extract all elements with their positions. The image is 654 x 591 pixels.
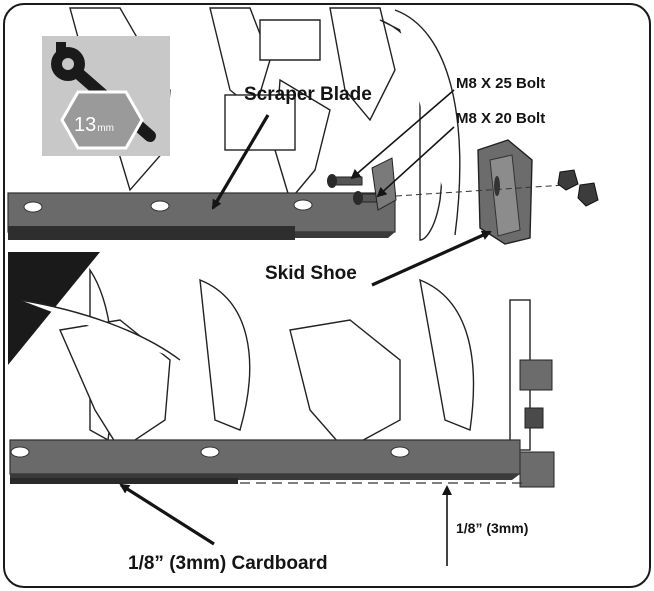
cardboard-label: 1/8” (3mm) Cardboard — [128, 553, 328, 574]
bottom-auger-assembly — [19, 267, 531, 451]
bottom-scraper-blade — [9, 439, 521, 480]
cardboard-spacer — [10, 478, 238, 484]
lock-nuts — [557, 169, 599, 207]
bolt-25-arrow — [350, 89, 455, 180]
bolt-25-label: M8 X 25 Bolt — [456, 75, 546, 92]
scraper-blade-arrow — [211, 114, 270, 210]
skid-shoe-part — [477, 139, 533, 245]
bolt-m8x25 — [327, 174, 363, 188]
tool-badge — [42, 36, 170, 156]
assembly-dash-line — [395, 184, 566, 197]
scraper-blade-label: Scraper Blade — [244, 84, 372, 105]
callout-arrows — [119, 89, 492, 566]
skid-shoe-arrow — [371, 230, 492, 287]
skid-shoe-label: Skid Shoe — [265, 263, 357, 284]
top-scraper-blade — [7, 192, 396, 240]
cardboard-arrow — [119, 483, 215, 546]
socket-size-unit: mm — [97, 123, 114, 134]
bolt-20-arrow — [376, 126, 455, 198]
hex-socket-icon — [60, 90, 144, 150]
bolt-20-label: M8 X 20 Bolt — [456, 110, 546, 127]
socket-size-label: 13mm — [64, 114, 124, 137]
gap-height-label: 1/8” (3mm) — [456, 520, 529, 536]
socket-size-value: 13 — [74, 114, 97, 136]
bottom-side-plate — [519, 359, 555, 488]
